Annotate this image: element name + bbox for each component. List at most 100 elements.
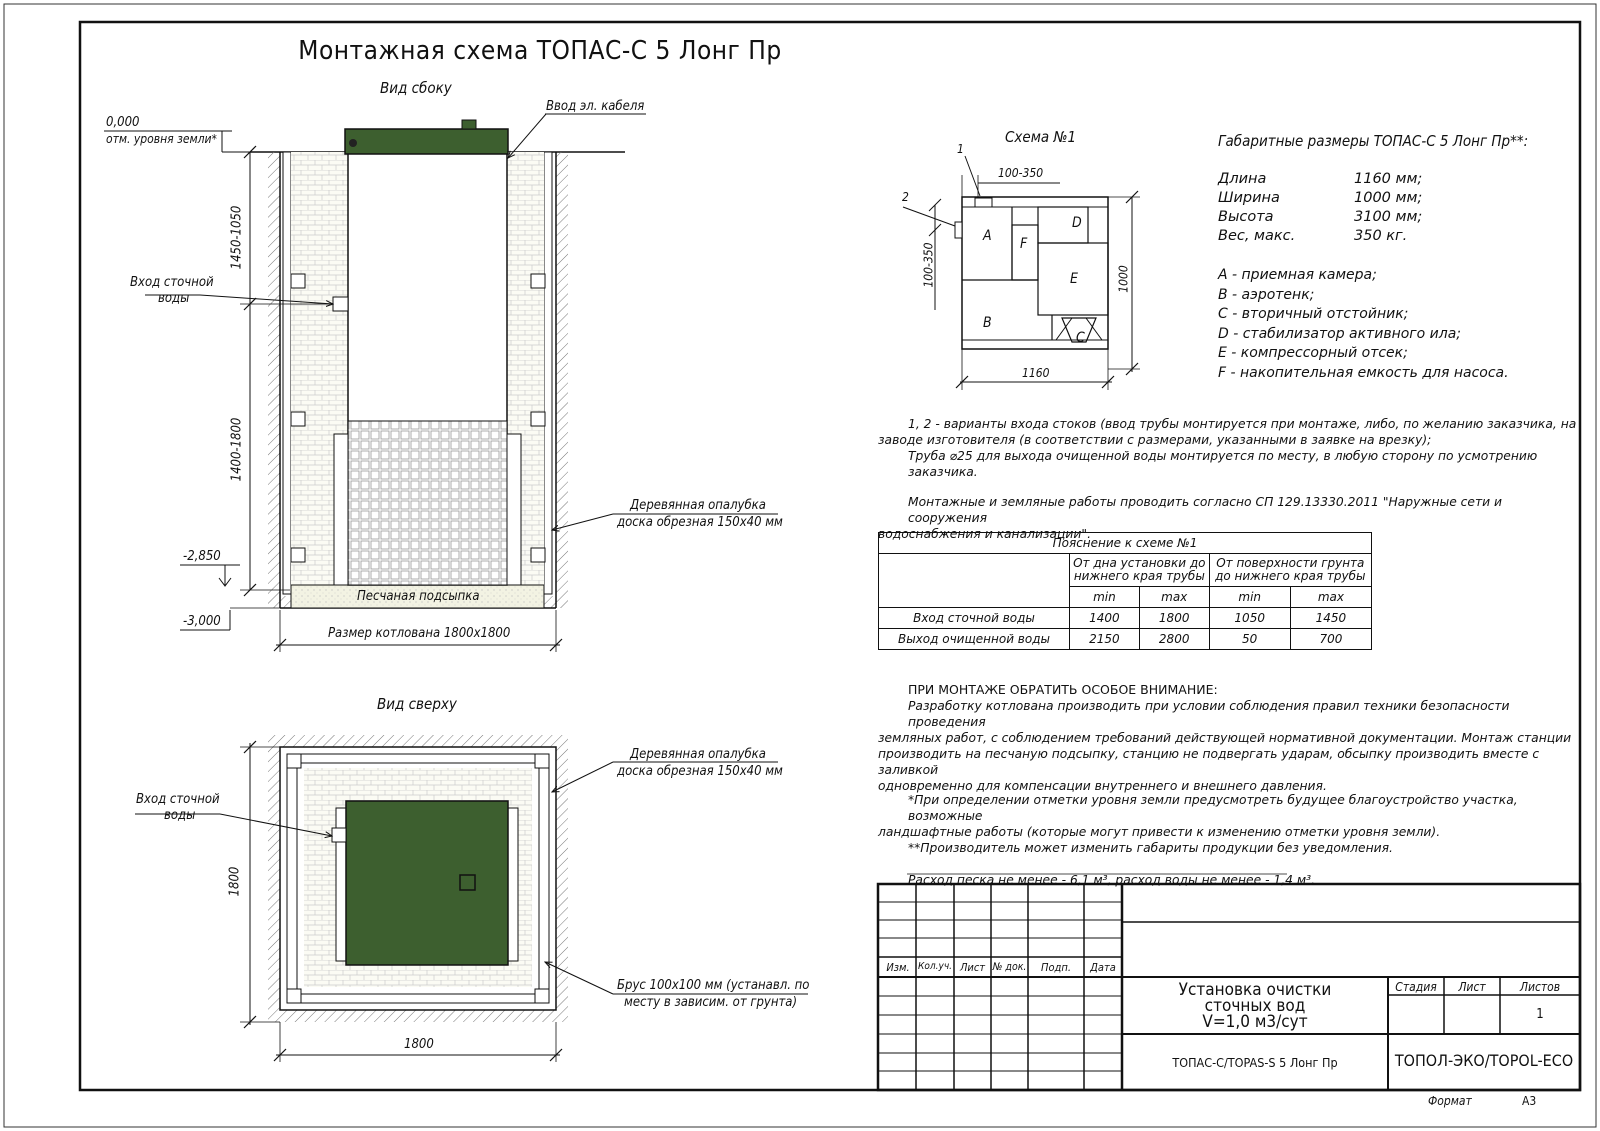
footnote-ground: *При определении отметки уровня земли пр… [908,793,1518,823]
top-dim-vertical: 1800 [227,866,243,897]
table-max-b: max [1289,586,1373,608]
stamp-company: ТОПОЛ-ЭКО/TOPOL-ECO [1394,1051,1574,1070]
zone-f: F [1020,236,1028,252]
table-min-b: min [1208,586,1291,608]
zone-d: D [1072,215,1082,231]
table-max-a: max [1138,586,1210,608]
legend-item: Е - компрессорный отсек; [1218,345,1408,361]
top-formwork-2: доска обрезная 150х40 мм [617,764,783,779]
pit-size-label: Размер котлована 1800х1800 [328,626,511,641]
mark-3000: -3,000 [183,614,221,629]
attention-line: одновременно для компенсации внутреннего… [878,779,1327,793]
table-cell: 1050 [1208,607,1291,629]
table-corner [878,553,1070,608]
zone-b: B [983,315,992,331]
legend-item: А - приемная камера; [1218,267,1377,283]
dimensions-title: Габаритные размеры ТОПАС-С 5 Лонг Пр**: [1218,132,1529,150]
dimension-row: Высота 3100 мм; [1218,208,1422,227]
dim-key: Длина [1218,171,1267,187]
footnote-manufacturer: **Производитель может изменить габариты … [908,841,1393,855]
table-row: Выход очищенной воды 2150 2800 50 700 [878,628,1373,650]
dim-value: 1160 мм; [1354,171,1423,187]
table-cell: 50 [1208,628,1291,650]
dimension-row: Вес, макс. 350 кг. [1218,227,1422,246]
table-col-b: От поверхности грунта до нижнего края тр… [1208,553,1373,587]
zone-legend: А - приемная камера; В - аэротенк; С - в… [1218,266,1509,383]
stamp-header-date: Дата [1090,961,1116,974]
top-view [135,735,808,1062]
dim-value: 1000 мм; [1354,190,1423,206]
table-col-a: От дна установки до нижнего края трубы [1069,553,1210,587]
table-cell: Вход сточной воды [878,607,1070,629]
scheme-callout-1: 1 [957,142,964,156]
format-label: Формат [1428,1094,1472,1108]
stamp-header-rev: Изм. [886,961,910,974]
table-cell: 1450 [1289,607,1373,629]
side-formwork-2: доска обрезная 150х40 мм [617,515,783,530]
dim-key: Высота [1218,209,1274,225]
scheme-dim-left: 100-350 [921,242,936,288]
dim-value: 350 кг. [1354,228,1408,244]
table-row: Вход сточной воды 1400 1800 1050 1450 [878,607,1373,629]
title-block [876,882,1582,1092]
format-value: А3 [1522,1094,1537,1108]
table-cell: 1800 [1138,607,1210,629]
stamp-object-name-3: V=1,0 м3/сут [1202,1012,1308,1032]
table-cell: 2150 [1069,628,1140,650]
stamp-sheets: Листов [1519,980,1561,994]
zone-e: E [1070,271,1078,287]
stamp-header-doc: № док. [992,961,1027,973]
attention-block: ПРИ МОНТАЖЕ ОБРАТИТЬ ОСОБОЕ ВНИМАНИЕ: Ра… [878,682,1578,794]
scheme-dim-bottom: 1160 [1022,366,1050,380]
footnote-ground-cont: ландшафтные работы (которые могут привес… [878,825,1441,839]
dimension-row: Ширина 1000 мм; [1218,189,1422,208]
footnote-consumption: Расход песка не менее - 6,1 м³, расход в… [908,873,1315,887]
scheme-dim-right: 1000 [1116,265,1131,293]
beam-label-1: Брус 100х100 мм (устанавл. по [617,978,810,993]
dimensions-list: Длина 1160 мм; Ширина 1000 мм; Высота 3100 … [1218,170,1422,246]
ground-mark: 0,000 [106,115,140,130]
dim-value: 3100 мм; [1354,209,1423,225]
zone-a: A [983,228,992,244]
scheme-dim-top: 100-350 [998,166,1044,180]
legend-item: D - стабилизатор активного ила; [1218,325,1461,342]
top-formwork-1: Деревянная опалубка [630,747,766,762]
dim-mid-label: 1400-1800 [229,417,245,482]
mark-2850: -2,850 [183,549,221,564]
side-view-title: Вид сбоку [380,79,452,97]
table-cell: 700 [1289,628,1373,650]
table-cell: 1400 [1069,607,1140,629]
attention-heading: ПРИ МОНТАЖЕ ОБРАТИТЬ ОСОБОЕ ВНИМАНИЕ: [908,682,1218,697]
stamp-object-name-2: сточных вод [1204,996,1306,1016]
dimension-row: Длина 1160 мм; [1218,170,1422,189]
top-dim-horizontal: 1800 [404,1037,434,1052]
footnote-spacer [878,856,1578,872]
side-formwork-1: Деревянная опалубка [630,498,766,513]
table-min-a: min [1069,586,1140,608]
table-title: Пояснение к схеме №1 [878,532,1372,554]
page-title: Монтажная схема ТОПАС-С 5 Лонг Пр [298,36,782,66]
zone-c: C [1076,330,1085,346]
beam-label-2: месту в зависим. от грунта) [624,995,798,1010]
legend-item: F - накопительная емкость для насоса. [1218,364,1509,381]
side-inlet-label-2: воды [158,291,190,306]
scheme-1 [902,155,1140,390]
side-view [104,113,778,652]
installation-notes: 1, 2 - варианты входа стоков (ввод трубы… [878,416,1578,542]
legend-item: С - вторичный отстойник; [1218,306,1409,322]
dim-key: Вес, макс. [1218,228,1296,244]
dim-top-label: 1450-1050 [229,205,245,270]
stamp-product: ТОПАС-С/TOPAS-S 5 Лонг Пр [1172,1055,1338,1070]
dim-key: Ширина [1218,190,1280,206]
note-inlet: 1, 2 - варианты входа стоков (ввод трубы… [908,417,1577,431]
footnotes: *При определении отметки уровня земли пр… [878,792,1578,888]
stamp-sheets-value: 1 [1536,1007,1544,1022]
note-spacer [878,480,1578,494]
legend-item: В - аэротенк; [1218,286,1315,303]
stamp-header-sign: Подп. [1041,961,1071,974]
top-inlet-label-1: Вход сточной [136,792,220,807]
attention-line: производить на песчаную подсыпку, станци… [878,747,1540,777]
stamp-stage: Стадия [1395,980,1437,994]
